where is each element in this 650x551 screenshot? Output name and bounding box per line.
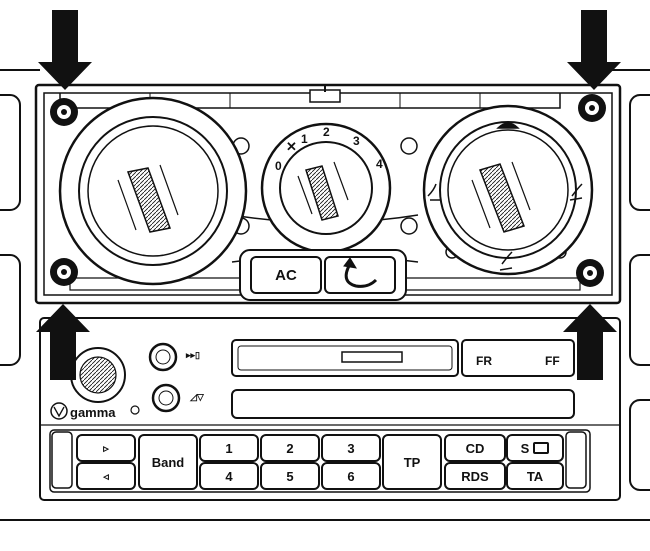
brand-label: gamma xyxy=(70,405,116,420)
fan-scale-0: 0 xyxy=(275,159,282,173)
preset-3-label: 3 xyxy=(347,440,355,456)
preset-5-button[interactable]: 5 xyxy=(260,462,320,490)
ta-label: TA xyxy=(526,468,544,484)
s-button[interactable]: S xyxy=(506,434,564,462)
ac-button-label: AC xyxy=(275,266,297,284)
balance-button[interactable] xyxy=(151,383,181,413)
seek-down-button[interactable]: ◃ xyxy=(76,462,136,490)
key-right-cap xyxy=(565,431,587,489)
preset-6-button[interactable]: 6 xyxy=(321,462,381,490)
band-label: Band xyxy=(151,454,185,470)
button-row-frame xyxy=(49,429,591,493)
rds-label: RDS xyxy=(461,468,489,484)
tp-button[interactable]: TP xyxy=(382,434,442,490)
recirculation-button[interactable] xyxy=(324,256,396,294)
preset-5-label: 5 xyxy=(286,468,294,484)
fader-back-label: FF xyxy=(545,354,560,368)
fan-scale-4: 4 xyxy=(376,157,383,171)
led-indicator xyxy=(130,405,140,415)
s-label: S xyxy=(520,440,530,456)
screw-bottom-right xyxy=(576,259,604,287)
fan-scale-2: 2 xyxy=(323,125,330,139)
play-pause-icon: ▸▸▯ xyxy=(186,350,200,360)
preset-3-button[interactable]: 3 xyxy=(321,434,381,462)
preset-6-label: 6 xyxy=(347,468,355,484)
face-vent-icon xyxy=(427,183,440,201)
arrow-bottom-right xyxy=(563,304,617,380)
tp-label: TP xyxy=(403,454,421,470)
screw-bottom-left xyxy=(50,258,78,286)
radio-faceplate xyxy=(39,317,621,501)
face-feet-icon xyxy=(499,251,513,271)
preset-4-button[interactable]: 4 xyxy=(199,462,259,490)
air-distribution-dial[interactable] xyxy=(422,104,594,276)
fan-speed-dial[interactable] xyxy=(260,122,392,254)
play-pause-button[interactable] xyxy=(148,342,178,372)
ta-button[interactable]: TA xyxy=(506,462,564,490)
seek-up-button[interactable]: ▹ xyxy=(76,434,136,462)
arrow-bottom-left xyxy=(36,304,90,380)
preset-1-button[interactable]: 1 xyxy=(199,434,259,462)
preset-1-label: 1 xyxy=(225,440,233,456)
ac-button[interactable]: AC xyxy=(250,256,322,294)
arrow-top-right xyxy=(567,10,621,90)
band-button[interactable]: Band xyxy=(138,434,198,490)
vw-logo-icon xyxy=(50,402,68,420)
arrow-top-left xyxy=(38,10,92,90)
fader-display xyxy=(461,339,575,377)
screw-top-left xyxy=(50,98,78,126)
temperature-dial-icon[interactable] xyxy=(58,96,248,286)
cd-button[interactable]: CD xyxy=(444,434,506,462)
fan-scale-mark: ✕ xyxy=(286,139,297,154)
preset-2-label: 2 xyxy=(286,440,294,456)
cd-label: CD xyxy=(465,440,485,456)
cassette-slot[interactable] xyxy=(231,339,459,377)
seek-down-label: ◃ xyxy=(103,470,109,483)
defrost-icon xyxy=(496,122,520,129)
feet-icon xyxy=(569,183,583,201)
rds-button[interactable]: RDS xyxy=(444,462,506,490)
fan-scale-1: 1 xyxy=(301,132,308,146)
fader-front-label: FR xyxy=(476,354,492,368)
display-strip xyxy=(231,389,575,419)
fan-scale-3: 3 xyxy=(353,134,360,148)
balance-icon: ◿▽ xyxy=(190,392,204,402)
key-left-cap xyxy=(51,431,73,489)
preset-2-button[interactable]: 2 xyxy=(260,434,320,462)
recirculation-icon xyxy=(343,257,378,288)
seek-up-label: ▹ xyxy=(103,442,109,455)
preset-4-label: 4 xyxy=(225,468,233,484)
screw-top-right xyxy=(578,94,606,122)
dash-outline xyxy=(0,69,650,521)
cassette-icon xyxy=(533,442,550,454)
volume-knob[interactable] xyxy=(70,347,126,403)
